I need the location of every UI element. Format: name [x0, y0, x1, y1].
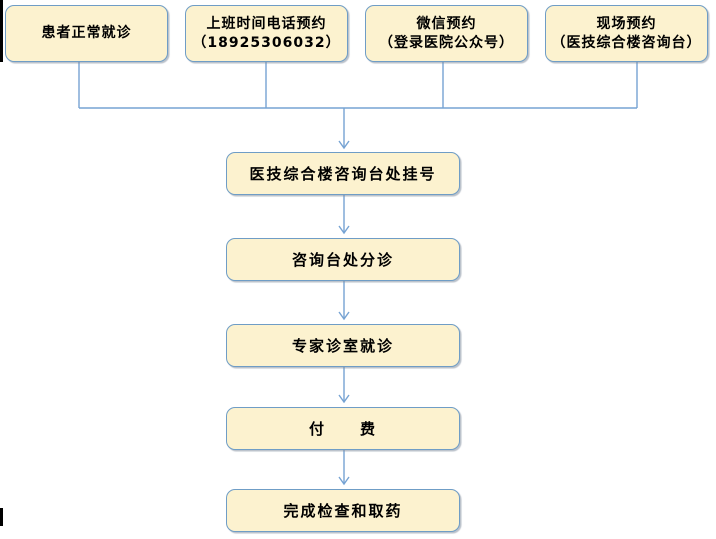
flow-node-triage: 咨询台处分诊 — [226, 238, 460, 281]
page-border-fragment-top — [0, 0, 3, 62]
node-label: 专家诊室就诊 — [291, 336, 394, 355]
node-sublabel: （医技综合楼咨询台） — [551, 34, 702, 51]
node-label: 咨询台处分诊 — [291, 250, 394, 269]
flow-node-register: 医技综合楼咨询台处挂号 — [226, 152, 460, 195]
node-label: 医技综合楼咨询台处挂号 — [249, 164, 437, 183]
flow-node-normal-visit: 患者正常就诊 — [5, 5, 168, 62]
flow-node-phone-appointment: 上班时间电话预约 （18925306032） — [185, 5, 348, 62]
arrowhead-to-register — [338, 140, 350, 150]
arrowhead-to-triage — [338, 225, 350, 235]
arrowhead-to-complete — [338, 476, 350, 486]
node-label: 上班时间电话预约 — [206, 15, 327, 32]
node-label: 完成检查和取药 — [283, 501, 403, 520]
arrowhead-to-payment — [338, 394, 350, 404]
node-label: 付 费 — [308, 419, 377, 438]
flow-node-payment: 付 费 — [226, 407, 460, 450]
arrowhead-to-expert-clinic — [338, 311, 350, 321]
flow-node-expert-clinic: 专家诊室就诊 — [226, 324, 460, 367]
flow-node-wechat-appointment: 微信预约 （登录医院公众号） — [365, 5, 528, 62]
node-sublabel: （18925306032） — [192, 34, 341, 51]
node-label: 微信预约 — [416, 15, 477, 32]
flow-node-onsite-appointment: 现场预约 （医技综合楼咨询台） — [545, 5, 708, 62]
page-border-fragment-bottom — [0, 508, 3, 526]
node-label: 现场预约 — [596, 15, 657, 32]
node-sublabel: （登录医院公众号） — [379, 34, 514, 51]
node-label: 患者正常就诊 — [41, 25, 132, 41]
flow-node-complete: 完成检查和取药 — [226, 489, 460, 532]
